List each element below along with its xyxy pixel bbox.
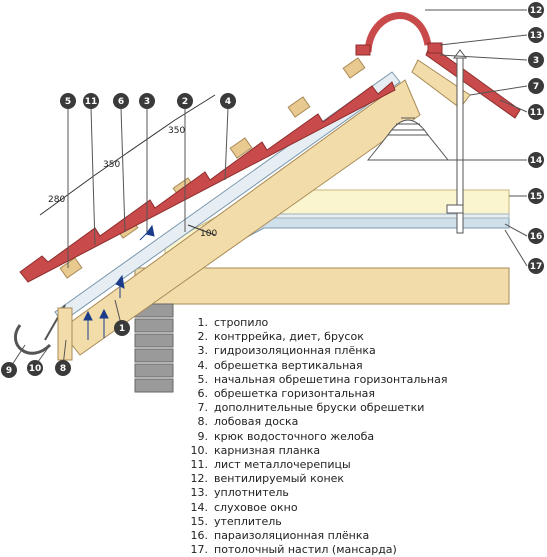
callout-7-label: 7 [533,82,539,92]
legend-item: 14.слуховое окно [190,500,298,514]
legend-item: 4.обрешетка вертикальная [197,358,363,372]
callout-10-label: 10 [29,364,42,374]
leader-lines [9,9,528,369]
callout-3-label-right: 3 [533,56,539,66]
callout-1: 1 [114,320,130,336]
callout-15-label: 15 [530,192,543,202]
callout-5: 5 [60,93,76,109]
callout-16: 16 [528,228,544,244]
ceiling-board [134,267,510,305]
legend-item: 9.крюк водосточного желоба [197,429,375,443]
callout-4: 4 [220,93,236,109]
callout-7: 7 [528,78,544,94]
legend-item: 7.дополнительные бруски обрешетки [197,401,425,415]
callout-15: 15 [528,188,544,204]
dormer-window [366,117,450,161]
callout-6-label: 6 [118,97,124,107]
dimension-lines [39,94,216,236]
callout-10: 10 [27,360,43,376]
legend-item: 11.лист металлочерепицы [190,458,351,472]
legend-item: 1.стропило [197,316,269,329]
callout-3: 3 [139,93,155,109]
legend-item: 17.потолочный настил (мансарда) [190,543,397,557]
callout-14-label: 14 [530,156,543,166]
callout-16-label: 16 [530,232,543,242]
dimension-350-lower: 350 [103,160,120,170]
callout-11b: 11 [528,104,544,120]
legend-item: 5.начальная обрешетина горизонтальная [197,372,448,386]
callout-6: 6 [113,93,129,109]
right-slope-tile [425,44,521,119]
callout-17-label: 17 [530,262,543,272]
callout-2-label: 2 [182,97,188,107]
legend-item: 8.лобовая доска [197,415,299,429]
ventilated-ridge [364,12,432,53]
callout-9: 9 [1,362,17,378]
legend-item: 15.утеплитель [190,514,282,528]
callout-13-label: 13 [530,31,543,41]
callout-9-label: 9 [6,366,12,376]
callout-17: 17 [528,258,544,274]
callout-2: 2 [177,93,193,109]
vent-pipe [446,49,467,234]
legend-item: 10.карнизная планка [190,443,321,457]
rafter [59,79,421,356]
legend-item: 16.параизоляционная плёнка [190,529,370,543]
legend-item: 13.уплотнитель [190,486,289,500]
fascia-board [57,307,73,361]
legend-item: 3.гидроизоляционная плёнка [197,344,376,358]
callout-8-label: 8 [60,364,66,374]
ridge-seal-right [427,42,443,54]
callout-1-label: 1 [119,324,125,334]
callout-14: 14 [528,152,544,168]
brick-wall [134,303,174,393]
dimension-280: 280 [48,195,65,205]
callout-11a: 11 [83,93,99,109]
legend-list: 1.стропило 2.контррейка, диет, брусок 3.… [186,316,516,557]
callout-3-label: 3 [144,97,150,107]
ridge-seal-left [355,44,371,56]
callout-4-label: 4 [225,97,231,107]
callout-8: 8 [55,360,71,376]
callout-12: 12 [528,2,544,18]
legend-item: 12.вентилируемый конек [190,472,345,486]
legend-item: 6.обрешетка горизонтальная [197,387,376,401]
metal-tile-sheet [19,81,396,283]
callout-11-label-right: 11 [530,108,543,118]
callout-12-label: 12 [530,6,543,16]
airflow-arrows [83,224,155,340]
callout-5-label: 5 [65,97,71,107]
legend-item: 2.контррейка, диет, брусок [197,330,364,344]
callout-11-label: 11 [85,97,98,107]
callout-3b: 3 [528,52,544,68]
dimension-350-upper: 350 [168,126,185,136]
dimension-100: 100 [200,229,217,239]
callout-13: 13 [528,27,544,43]
